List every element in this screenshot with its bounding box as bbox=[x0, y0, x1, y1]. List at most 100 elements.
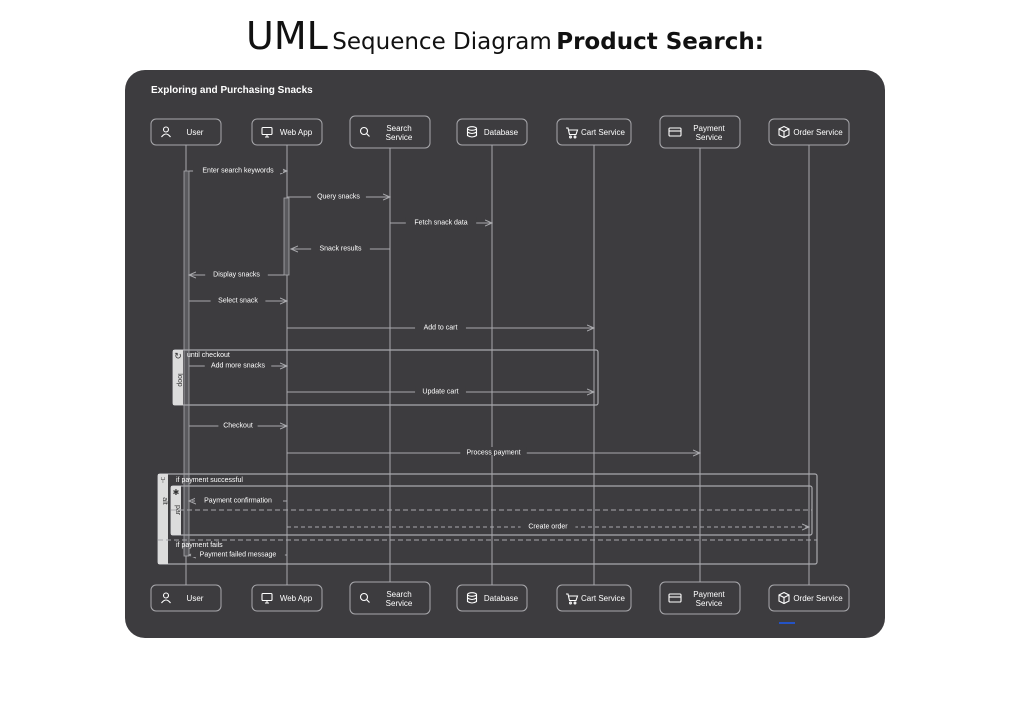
participant-label: Cart Service bbox=[581, 594, 626, 603]
message-label-bg bbox=[460, 447, 527, 455]
credit-card-icon bbox=[668, 127, 682, 137]
diagram-title: Exploring and Purchasing Snacks bbox=[151, 85, 313, 96]
monitor-icon bbox=[261, 126, 273, 138]
participant-label: Order Service bbox=[793, 594, 843, 603]
message-label-bg bbox=[195, 495, 281, 503]
participant-label: User bbox=[187, 594, 204, 603]
participant-label: Search bbox=[386, 590, 411, 599]
participant-label: Web App bbox=[280, 128, 313, 137]
fragment-alt-tab bbox=[158, 474, 168, 564]
database-icon bbox=[466, 592, 478, 604]
message-label: Select snack bbox=[218, 298, 258, 305]
message-label: Payment confirmation bbox=[204, 498, 272, 505]
message-label: Payment failed message bbox=[200, 552, 277, 559]
participant-label: Service bbox=[386, 133, 413, 142]
monitor-icon bbox=[261, 592, 273, 604]
message-label-bg bbox=[205, 269, 268, 277]
participant-label: Search bbox=[386, 124, 411, 133]
participant-label: Order Service bbox=[793, 128, 843, 137]
fragment-loop-label: loop bbox=[176, 373, 183, 386]
activation-webapp bbox=[283, 197, 290, 276]
participant-box bbox=[768, 118, 850, 146]
package-icon bbox=[778, 591, 790, 605]
participant-label: Service bbox=[696, 133, 723, 142]
participant-order-bottom: Order Service bbox=[768, 584, 850, 612]
participant-label: User bbox=[187, 128, 204, 137]
participant-box bbox=[150, 118, 222, 146]
user-icon bbox=[161, 592, 171, 604]
database-icon bbox=[466, 126, 478, 138]
participant-label: Web App bbox=[280, 594, 313, 603]
message-label: Enter search keywords bbox=[202, 168, 274, 175]
message-label-bg bbox=[218, 420, 258, 428]
fragment-alt-label: alt bbox=[161, 497, 168, 504]
message-label: Checkout bbox=[223, 423, 253, 430]
participant-user-top: User bbox=[150, 118, 222, 146]
fragment-loop-guard: until checkout bbox=[187, 352, 230, 359]
participant-label: Database bbox=[484, 594, 519, 603]
participant-box bbox=[768, 584, 850, 612]
fragment-loop bbox=[172, 349, 599, 406]
participant-box bbox=[456, 584, 528, 612]
participant-webapp-top: Web App bbox=[251, 118, 323, 146]
participant-box bbox=[349, 115, 431, 149]
message-label: Fetch snack data bbox=[414, 220, 467, 227]
branch-icon: ⑂ bbox=[160, 475, 165, 485]
par-icon: ✱ bbox=[173, 488, 180, 497]
participant-cart-top: Cart Service bbox=[556, 118, 632, 146]
message-label-bg bbox=[191, 549, 285, 557]
fragment-par-label: par bbox=[174, 505, 181, 516]
participant-cart-bottom: Cart Service bbox=[556, 584, 632, 612]
heading-bold: Product Search: bbox=[556, 29, 764, 55]
participant-webapp-bottom: Web App bbox=[251, 584, 323, 612]
user-icon bbox=[161, 126, 171, 138]
page-heading: UML Sequence Diagram Product Search: bbox=[0, 14, 1010, 58]
participant-label: Payment bbox=[693, 124, 725, 133]
message-label-bg bbox=[311, 191, 366, 199]
message-label-bg bbox=[210, 295, 266, 303]
participant-box bbox=[150, 584, 222, 612]
participant-box bbox=[456, 118, 528, 146]
message-label: Add more snacks bbox=[211, 363, 266, 370]
message-label-bg bbox=[415, 322, 466, 330]
message-label-bg bbox=[193, 165, 283, 173]
message-label: Create order bbox=[528, 524, 568, 531]
message-label: Snack results bbox=[319, 246, 362, 253]
cart-icon bbox=[566, 127, 579, 139]
fragment-alt-guard-1: if payment successful bbox=[176, 477, 243, 484]
participant-box bbox=[556, 584, 632, 612]
credit-card-icon bbox=[668, 593, 682, 603]
message-label: Display snacks bbox=[213, 272, 260, 279]
message-label-bg bbox=[520, 521, 576, 529]
participant-label: Service bbox=[386, 599, 413, 608]
heading-main: UML bbox=[246, 14, 328, 58]
participant-label: Service bbox=[696, 599, 723, 608]
participant-label: Payment bbox=[693, 590, 725, 599]
fragment-loop-tab bbox=[173, 350, 183, 405]
message-label-bg bbox=[204, 360, 272, 368]
message-label: Process payment bbox=[466, 450, 520, 457]
watermark-logo bbox=[779, 622, 795, 624]
message-label-bg bbox=[415, 386, 466, 394]
participant-box bbox=[556, 118, 632, 146]
package-icon bbox=[778, 125, 790, 139]
participant-box bbox=[659, 581, 741, 615]
loop-icon: ↻ bbox=[174, 351, 182, 361]
search-icon bbox=[359, 126, 370, 137]
participant-label: Cart Service bbox=[581, 128, 626, 137]
message-label: Add to cart bbox=[424, 325, 458, 332]
participant-db-top: Database bbox=[456, 118, 528, 146]
message-label-bg bbox=[405, 217, 477, 225]
participant-label: Database bbox=[484, 128, 519, 137]
heading-sub: Sequence Diagram bbox=[332, 29, 552, 55]
participant-box bbox=[251, 118, 323, 146]
search-icon bbox=[359, 592, 370, 603]
activation-user bbox=[183, 170, 190, 557]
message-label: Update cart bbox=[422, 389, 458, 396]
